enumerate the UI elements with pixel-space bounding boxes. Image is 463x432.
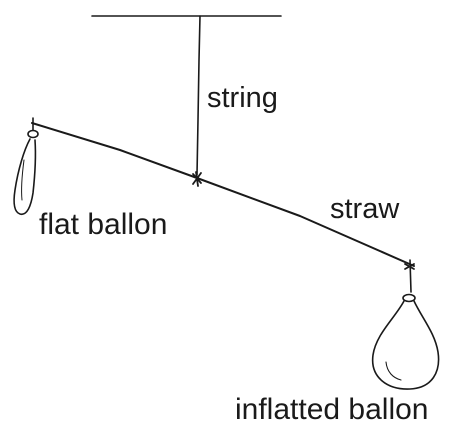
inflated-balloon-label: inflatted ballon: [235, 393, 429, 426]
hanging-string: [196, 15, 201, 176]
inflated-balloon: [371, 259, 440, 390]
straw-label: straw: [330, 193, 400, 225]
flat-balloon: [13, 117, 39, 216]
string-label: string: [207, 82, 278, 114]
straw-beam: [31, 122, 415, 267]
flat-balloon-label: flat ballon: [39, 208, 168, 241]
